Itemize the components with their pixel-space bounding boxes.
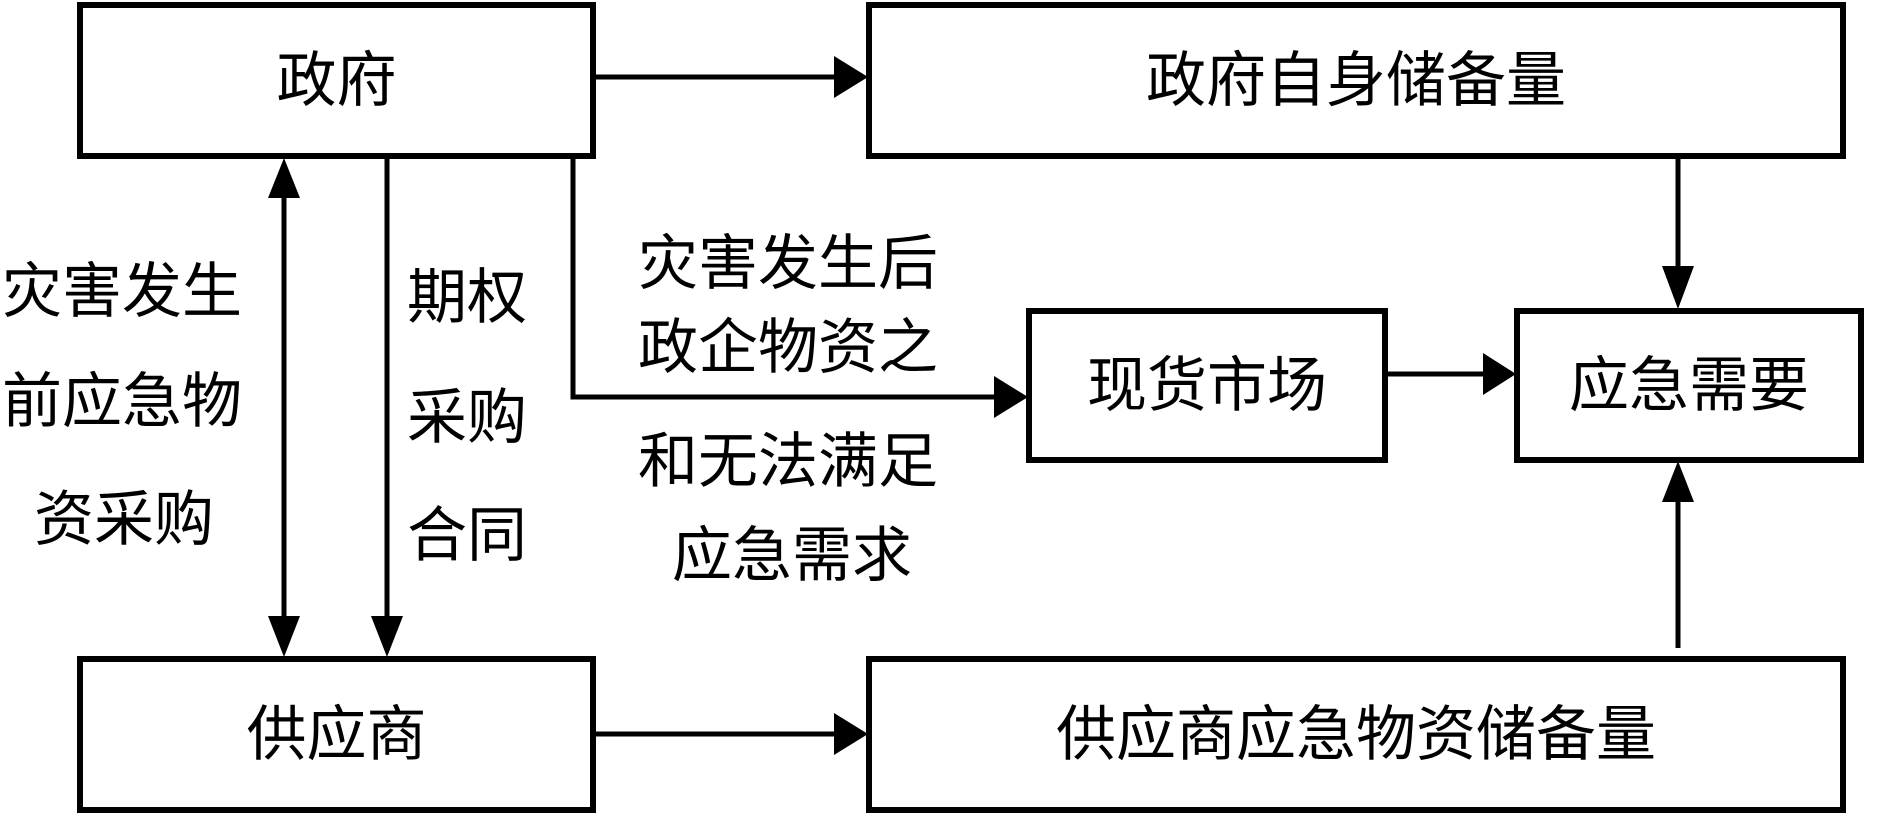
edge-label-pre-disaster-line-3: 资采购 [34, 485, 214, 555]
edge-label-option-contract-line-1: 期权 [407, 263, 527, 333]
node-government-reserve[interactable]: 政府自身储备量 [866, 2, 1846, 159]
node-supplier-reserve[interactable]: 供应商应急物资储备量 [866, 656, 1846, 813]
node-supplier[interactable]: 供应商 [77, 656, 596, 813]
node-label: 供应商应急物资储备量 [1056, 699, 1656, 770]
node-government[interactable]: 政府 [77, 2, 596, 159]
edge-spot-market-to-emergency-need [1387, 353, 1516, 395]
edge-supplier-to-supplier-reserve [596, 713, 868, 755]
node-label: 政府 [276, 45, 397, 116]
arrowhead-down-icon [268, 616, 300, 657]
node-label: 政府自身储备量 [1146, 45, 1566, 116]
arrowhead-right-icon [994, 376, 1028, 418]
edge-government-to-government-reserve [596, 56, 868, 98]
node-label: 现货市场 [1087, 350, 1327, 421]
edge-government-reserve-to-emergency-need [1662, 158, 1694, 309]
node-emergency-need[interactable]: 应急需要 [1514, 308, 1864, 463]
edge-label-post-disaster-line-3: 和无法满足 [638, 427, 938, 497]
edge-label-post-disaster-line-2: 政企物资之 [638, 313, 938, 383]
arrowhead-right-icon [1483, 353, 1516, 395]
node-spot-market[interactable]: 现货市场 [1026, 308, 1388, 463]
node-label: 供应商 [246, 699, 427, 770]
edge-label-post-disaster-line-4: 应急需求 [672, 521, 912, 591]
arrowhead-up-icon [1662, 461, 1694, 502]
arrowhead-down-icon [371, 616, 403, 657]
node-label: 应急需要 [1569, 350, 1809, 421]
edge-label-pre-disaster-line-1: 灾害发生 [2, 257, 242, 327]
arrowhead-up-icon [268, 158, 300, 198]
edge-label-option-contract-line-3: 合同 [407, 501, 527, 571]
edge-supplier-reserve-to-emergency-need [1662, 461, 1694, 648]
arrowhead-right-icon [834, 713, 868, 755]
edge-label-pre-disaster-line-2: 前应急物 [2, 367, 242, 437]
edge-government-supplier-bidirectional [268, 158, 300, 657]
edge-option-contract [371, 158, 403, 657]
edge-label-post-disaster-line-1: 灾害发生后 [638, 229, 938, 299]
edge-label-option-contract-line-2: 采购 [407, 383, 527, 453]
arrowhead-right-icon [834, 56, 868, 98]
edge-government-to-spot-market [570, 158, 1028, 418]
arrowhead-down-icon [1662, 266, 1694, 309]
